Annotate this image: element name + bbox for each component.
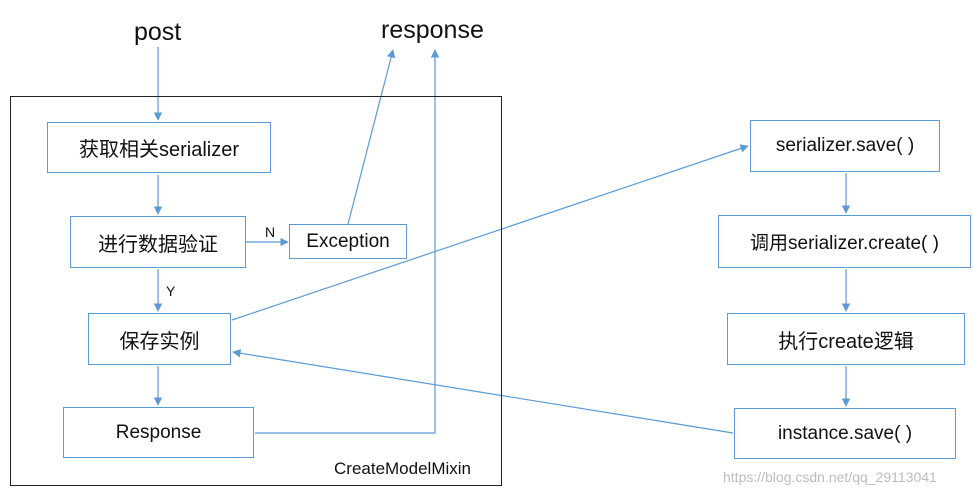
- yes-label: Y: [166, 283, 176, 299]
- watermark: https://blog.csdn.net/qq_29113041: [723, 469, 937, 485]
- post-label: post: [134, 18, 182, 46]
- mixin-label: CreateModelMixin: [334, 459, 471, 478]
- save-instance-box: 保存实例: [88, 313, 231, 365]
- validate-box: 进行数据验证: [70, 216, 246, 268]
- arrow-instance-save-to-save: [232, 349, 734, 434]
- serializer-save-box: serializer.save( ): [750, 120, 940, 172]
- instance-save-box: instance.save( ): [734, 408, 956, 459]
- run-create-box: 执行create逻辑: [727, 313, 965, 365]
- create-model-mixin-frame: [10, 96, 502, 486]
- exception-box: Exception: [289, 224, 407, 259]
- response-label: response: [381, 16, 484, 44]
- response-box: Response: [63, 407, 254, 458]
- no-label: N: [265, 224, 276, 240]
- arrow-response-box-to-response: [255, 49, 440, 434]
- get-serializer-box: 获取相关serializer: [47, 122, 271, 173]
- arrow-save-to-serializer-save: [231, 144, 749, 321]
- arrow-exception-to-response: [347, 49, 396, 225]
- call-create-box: 调用serializer.create( ): [718, 215, 971, 268]
